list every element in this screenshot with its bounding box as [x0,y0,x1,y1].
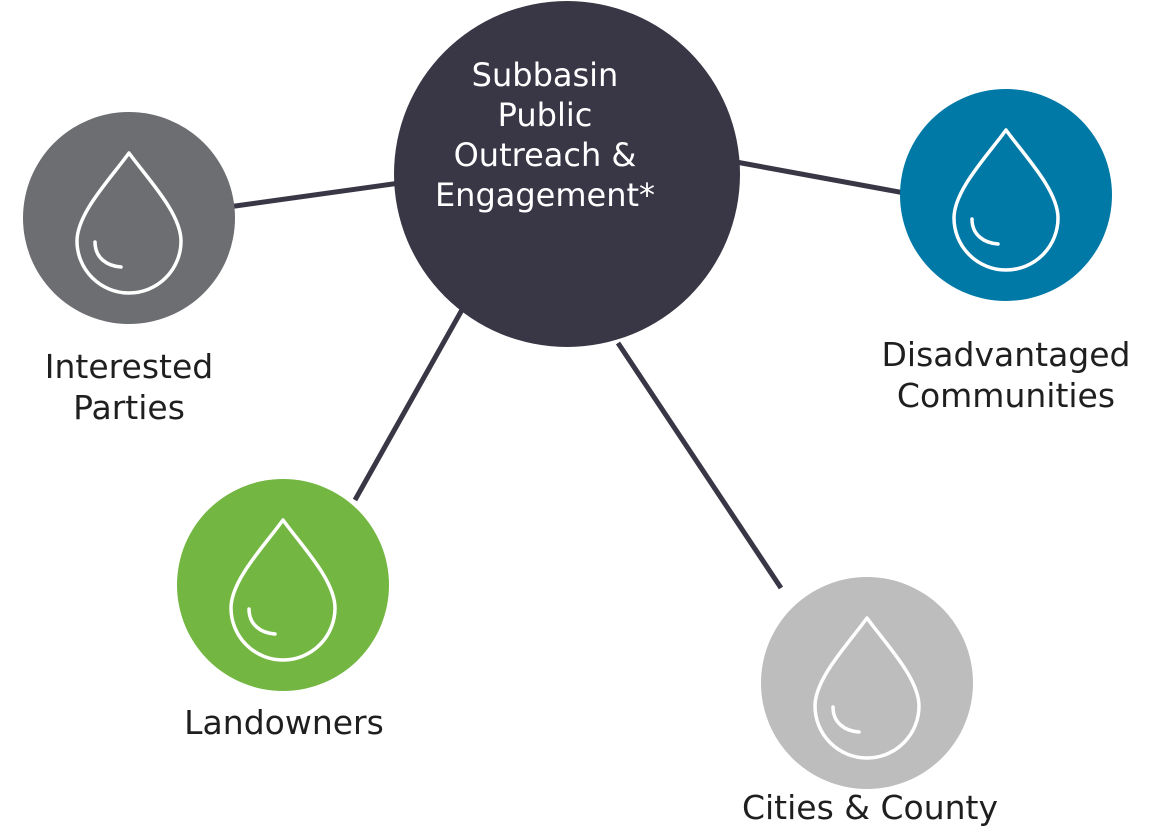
connector-landowners [352,306,466,502]
water-drop-icon [229,518,337,662]
hub-circle [394,1,740,347]
connector-interested-parties [227,180,401,210]
node-circle-interested-parties [23,112,235,324]
hub-label: Subbasin Public Outreach & Engagement* [425,55,665,215]
water-drop-icon [75,151,183,295]
node-circle-cities-county [761,577,973,789]
node-cities-county [761,577,973,789]
water-drop-icon [813,616,921,760]
node-disadvantaged-communities [900,89,1112,301]
label-line: Landowners [184,703,384,742]
label-line: Parties [73,388,185,427]
label-line: Cities & County [741,788,999,827]
water-drop-icon [952,128,1060,272]
connector-cities-county [615,341,784,590]
label-line: Communities [896,376,1116,415]
label-cities-county: Cities & County [700,787,1040,828]
hub-label-line: Public [497,96,593,134]
hub-label-line: Engagement* [434,176,656,214]
hub-label-line: Outreach & [453,136,637,174]
label-interested-parties: Interested Parties [14,346,244,428]
hub-label-line: Subbasin [471,56,619,94]
node-circle-disadvantaged-communities [900,89,1112,301]
label-disadvantaged-communities: Disadvantaged Communities [858,334,1154,416]
node-landowners [177,479,389,691]
label-line: Interested [44,347,214,386]
label-landowners: Landowners [148,702,420,743]
label-line: Disadvantaged [881,335,1131,374]
node-interested-parties [23,112,235,324]
connector-disadvantaged-communities [735,159,911,197]
node-circle-landowners [177,479,389,691]
